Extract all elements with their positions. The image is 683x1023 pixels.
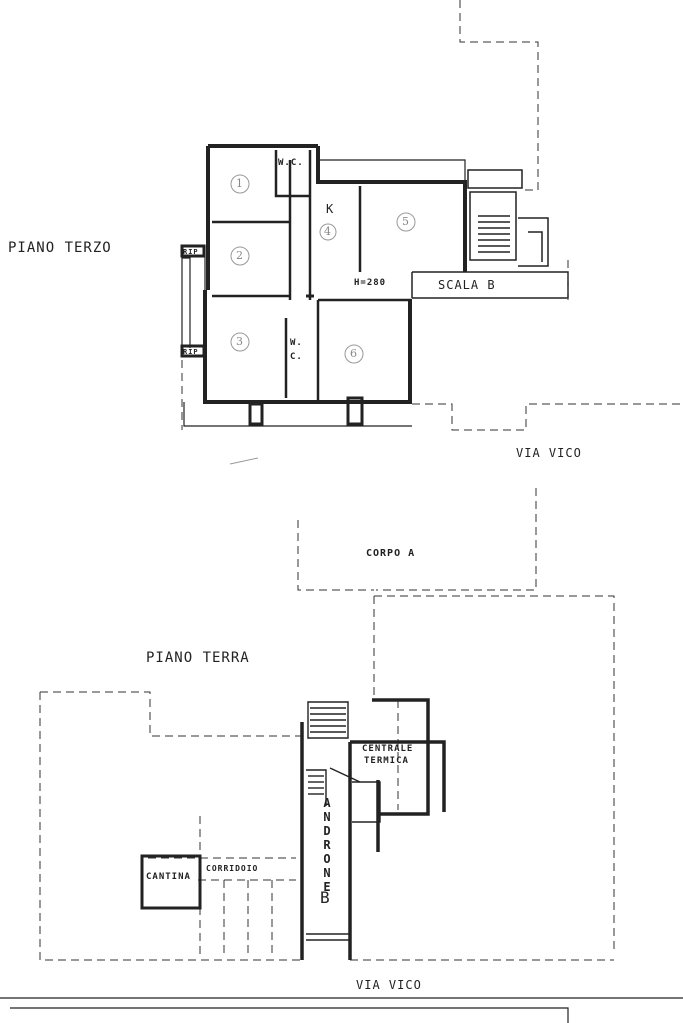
label-androne: ANDRONE xyxy=(320,796,334,894)
label-rip-top: RIP xyxy=(183,248,199,256)
label-b: B xyxy=(320,888,331,907)
ground-floor-walls xyxy=(300,698,446,960)
third-floor-balcony xyxy=(181,159,466,427)
room-number-4: 4 xyxy=(324,225,332,238)
corpo-a-outline xyxy=(297,520,374,591)
bottom-frame xyxy=(0,997,683,1023)
room-number-6: 6 xyxy=(350,347,358,360)
label-centrale: CENTRALE xyxy=(362,744,414,754)
ground-floor-lot xyxy=(40,691,302,737)
cantina-room xyxy=(140,854,202,910)
stair-b-third-floor xyxy=(411,169,569,299)
label-piano-terzo: PIANO TERZO xyxy=(8,240,112,256)
label-termica: TERMICA xyxy=(364,756,409,766)
label-via-vico-bottom: VIA VICO xyxy=(356,978,422,992)
label-wc-mid: W. C. xyxy=(290,338,303,362)
label-cantina: CANTINA xyxy=(146,872,191,882)
label-scala-b: SCALA B xyxy=(438,278,496,292)
label-corridoio: CORRIDOIO xyxy=(206,864,259,873)
label-height-280: H=280 xyxy=(354,278,387,288)
label-corpo-a: CORPO A xyxy=(366,548,416,559)
room-number-5: 5 xyxy=(402,215,410,228)
label-via-vico-top: VIA VICO xyxy=(516,446,582,460)
third-floor-interior-walls xyxy=(212,150,412,400)
room-number-3: 3 xyxy=(236,335,244,348)
label-rip-bottom: RIP xyxy=(183,348,199,356)
ground-stair xyxy=(306,701,381,941)
boundary-top-right xyxy=(459,0,539,191)
label-piano-terra: PIANO TERRA xyxy=(146,650,250,666)
room-number-1: 1 xyxy=(236,177,244,190)
third-floor-walls xyxy=(203,144,467,404)
label-wc-top: W.C. xyxy=(278,158,304,168)
label-k: K xyxy=(326,202,335,216)
wall-stubs xyxy=(180,244,364,426)
boundary-bottom-right xyxy=(412,403,683,431)
room-number-2: 2 xyxy=(236,249,244,262)
